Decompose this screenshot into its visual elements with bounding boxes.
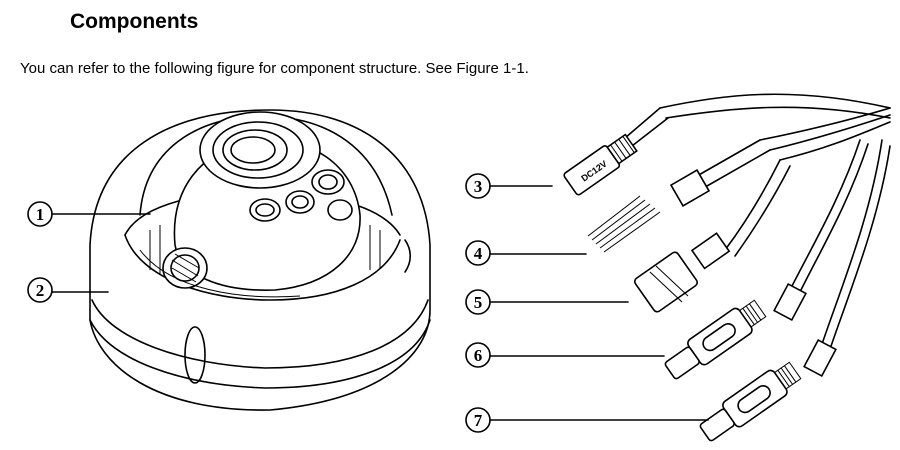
section-heading: Components [70, 10, 199, 33]
callout-7-number: 7 [474, 411, 483, 430]
dome-camera [89, 109, 431, 411]
callout-1-number: 1 [36, 205, 45, 224]
callout-2: 2 [27, 277, 109, 303]
callout-4-number: 4 [474, 244, 483, 263]
callout-2-number: 2 [36, 281, 45, 300]
intro-paragraph: You can refer to the following figure fo… [20, 60, 529, 77]
callout-6-number: 6 [474, 346, 483, 365]
camera-cables: DC12V [563, 93, 891, 442]
callout-1: 1 [27, 201, 151, 227]
callout-3-number: 3 [474, 177, 483, 196]
callout-5: 5 [465, 289, 629, 315]
callout-5-number: 5 [474, 293, 483, 312]
callout-7: 7 [465, 407, 709, 433]
callout-3: 3 [465, 173, 553, 199]
callout-6: 6 [465, 342, 665, 368]
callout-4: 4 [465, 240, 587, 266]
